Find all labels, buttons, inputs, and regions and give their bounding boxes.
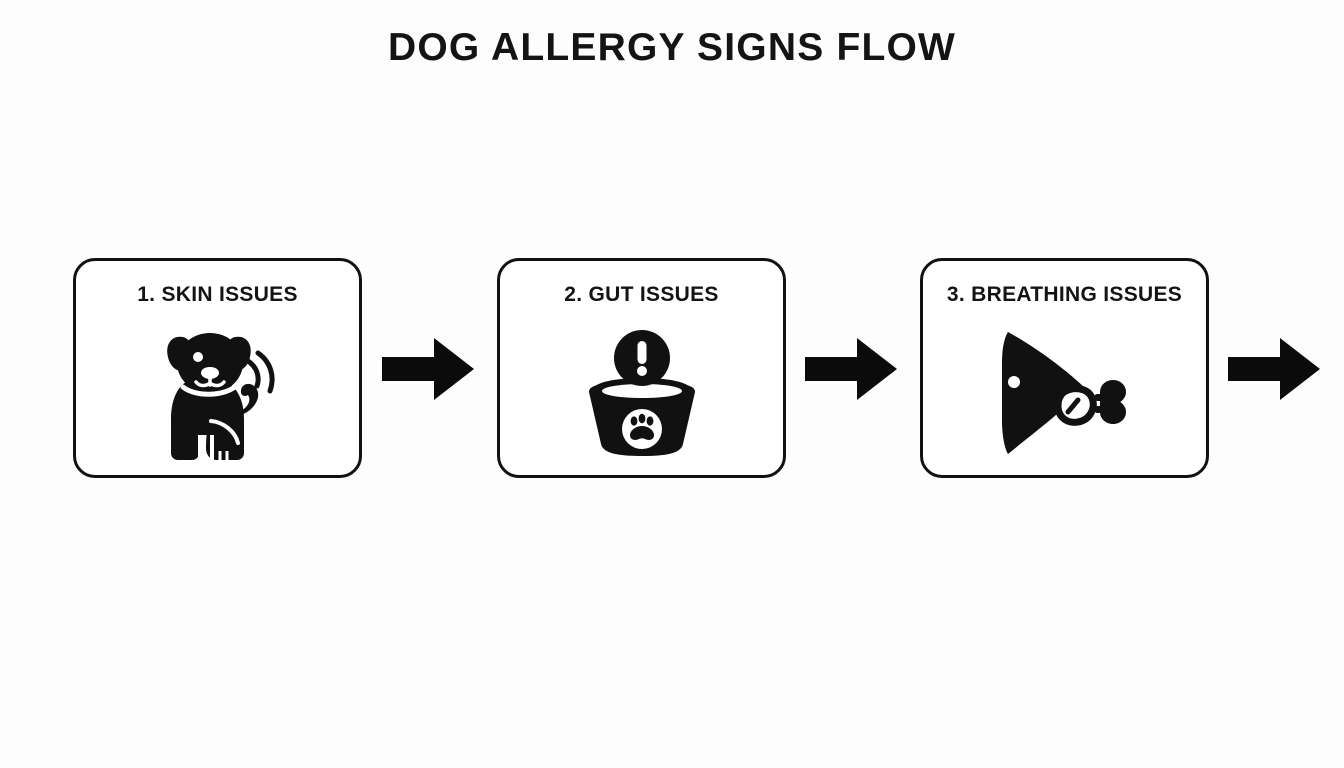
flow-node-gut-issues[interactable]: 2. GUT ISSUES: [497, 258, 786, 478]
arrow-right-icon-1: [382, 338, 474, 400]
dog-sneezing-head-icon: [923, 323, 1206, 463]
flow-node-label: 2. GUT ISSUES: [564, 283, 719, 306]
flow-node-label: 3. BREATHING ISSUES: [946, 283, 1183, 306]
flow-node-label: 1. SKIN ISSUES: [137, 283, 298, 306]
flow-node-skin-issues[interactable]: 1. SKIN ISSUES: [73, 258, 362, 478]
page-title: DOG ALLERGY SIGNS FLOW: [387, 26, 957, 69]
dog-scratching-icon: [76, 323, 359, 463]
flow-node-breathing-issues[interactable]: 3. BREATHING ISSUES: [920, 258, 1209, 478]
dog-food-bowl-alert-icon: [500, 323, 783, 463]
arrow-right-icon-3: [1228, 338, 1320, 400]
arrow-right-icon-2: [805, 338, 897, 400]
